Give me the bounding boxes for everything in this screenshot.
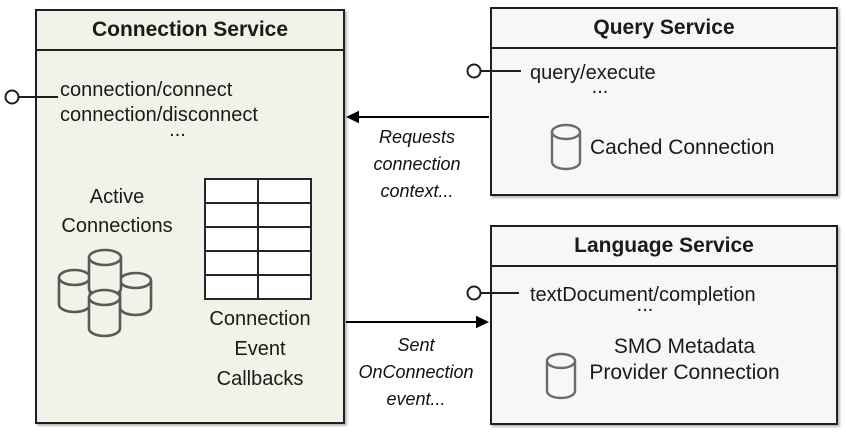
language-service-box: Language Service textDocument/completion…	[490, 225, 838, 425]
cached-connection-label: Cached Connection	[590, 136, 775, 159]
query-service-box: Query Service query/execute ... Cached C…	[490, 7, 838, 196]
table-cell	[206, 252, 257, 274]
table-cell	[259, 204, 310, 226]
connection-service-box: Connection Service connection/connect co…	[35, 9, 345, 424]
table-cell	[206, 204, 257, 226]
active-connections-label: Active Connections	[61, 186, 173, 237]
database-cylinder-icon	[545, 352, 577, 400]
query-service-title: Query Service	[492, 9, 836, 49]
language-methods-ellipsis: ...	[636, 294, 654, 316]
connection-methods-ellipsis: ...	[169, 119, 186, 141]
smo-metadata-provider-connection-label: SMO Metadata Provider Connection	[589, 335, 780, 384]
method-connection-connect: connection/connect	[60, 79, 233, 101]
table-cell	[206, 180, 257, 202]
sent-onconnection-event-label: Sent OnConnection event...	[358, 335, 474, 409]
table-cell	[206, 228, 257, 250]
table-cell	[206, 276, 257, 298]
table-cell	[259, 252, 310, 274]
method-query-execute: query/execute	[530, 62, 656, 84]
method-textdocument-completion: textDocument/completion	[530, 284, 756, 306]
connection-service-title: Connection Service	[37, 11, 343, 51]
connection-methods: connection/connect connection/disconnect	[60, 78, 295, 128]
requests-connection-context-label: Requests connection context...	[373, 127, 461, 201]
method-connection-disconnect: connection/disconnect	[60, 104, 258, 126]
sent-event-arrow	[346, 315, 489, 329]
database-cluster-icon	[57, 248, 153, 338]
callbacks-table-icon	[204, 178, 312, 300]
database-cylinder-icon	[550, 123, 582, 171]
requests-context-arrow	[346, 110, 489, 124]
language-service-title: Language Service	[492, 227, 836, 267]
table-cell	[259, 276, 310, 298]
connection-event-callbacks-label: Connection Event Callbacks	[209, 308, 311, 390]
query-methods-ellipsis: ...	[591, 76, 609, 98]
table-cell	[259, 228, 310, 250]
table-cell	[259, 180, 310, 202]
